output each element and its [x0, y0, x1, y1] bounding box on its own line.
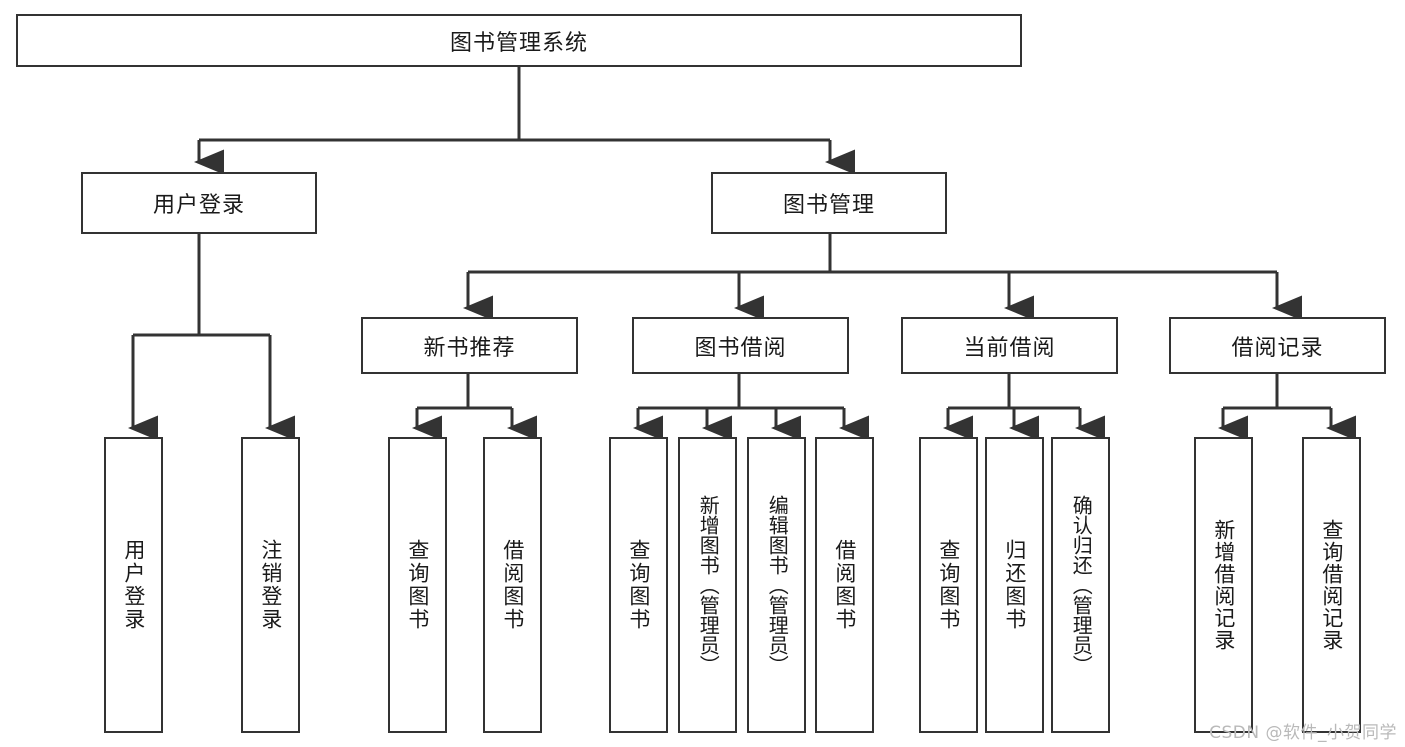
- leaf-record-add-record[interactable]: 新增借阅记录: [1194, 437, 1253, 733]
- leaf-borrow-add-book-admin[interactable]: 新增图书（管理员）: [678, 437, 737, 733]
- node-label: 查询图书: [626, 539, 651, 631]
- leaf-borrow-borrow-book[interactable]: 借阅图书: [815, 437, 874, 733]
- node-user-login[interactable]: 用户登录: [81, 172, 317, 234]
- node-label: 用户登录: [121, 539, 146, 631]
- node-root-book-management-system[interactable]: 图书管理系统: [16, 14, 1022, 67]
- node-label: 注销登录: [258, 539, 283, 631]
- leaf-new-book-query-book[interactable]: 查询图书: [388, 437, 447, 733]
- node-label: 当前借阅: [963, 335, 1056, 361]
- node-label: 图书管理系统: [449, 30, 588, 56]
- node-label: 查询图书: [405, 539, 430, 631]
- node-label: 图书管理: [782, 193, 875, 218]
- node-label: 归还图书: [1002, 539, 1027, 631]
- leaf-new-book-borrow-book[interactable]: 借阅图书: [483, 437, 542, 733]
- leaf-current-confirm-return-admin[interactable]: 确认归还（管理员）: [1051, 437, 1110, 733]
- node-book-borrow[interactable]: 图书借阅: [632, 317, 849, 374]
- watermark-text: CSDN @软件_小贺同学: [1209, 723, 1397, 743]
- node-label: 借阅记录: [1231, 335, 1324, 361]
- leaf-current-query-book[interactable]: 查询图书: [919, 437, 978, 733]
- node-current-borrow[interactable]: 当前借阅: [901, 317, 1118, 374]
- leaf-record-query-record[interactable]: 查询借阅记录: [1302, 437, 1361, 733]
- node-label: 确认归还（管理员）: [1069, 495, 1094, 675]
- node-label: 新增图书（管理员）: [696, 495, 721, 675]
- node-label: 借阅图书: [500, 539, 525, 631]
- leaf-borrow-query-book[interactable]: 查询图书: [609, 437, 668, 733]
- node-label: 查询借阅记录: [1319, 519, 1344, 651]
- node-label: 查询图书: [936, 539, 961, 631]
- node-new-book-recommend[interactable]: 新书推荐: [361, 317, 578, 374]
- node-label: 用户登录: [152, 193, 245, 218]
- leaf-user-login-logout[interactable]: 注销登录: [241, 437, 300, 733]
- node-label: 借阅图书: [832, 539, 857, 631]
- node-label: 图书借阅: [694, 335, 787, 361]
- leaf-borrow-edit-book-admin[interactable]: 编辑图书（管理员）: [747, 437, 806, 733]
- node-label: 编辑图书（管理员）: [765, 495, 790, 675]
- leaf-user-login-login[interactable]: 用户登录: [104, 437, 163, 733]
- node-label: 新增借阅记录: [1211, 519, 1236, 651]
- node-book-management[interactable]: 图书管理: [711, 172, 947, 234]
- node-label: 新书推荐: [423, 335, 516, 361]
- leaf-current-return-book[interactable]: 归还图书: [985, 437, 1044, 733]
- node-borrow-record[interactable]: 借阅记录: [1169, 317, 1386, 374]
